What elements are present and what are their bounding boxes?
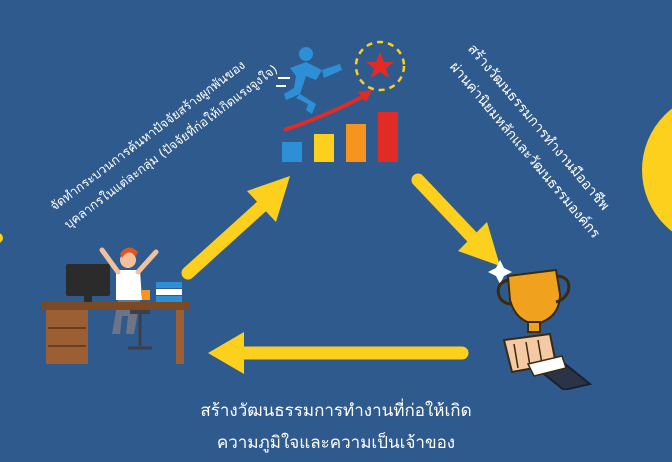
arrow-left: [208, 332, 469, 374]
growth-chart-runner-icon: [276, 40, 406, 162]
happy-office-worker-icon: [42, 247, 190, 364]
bottom-caption-line1: สร้างวัฒนธรรมการทำงานที่ก่อให้เกิด: [200, 401, 472, 421]
bottom-caption-line2: ความภูมิใจและความเป็นเจ้าของ: [216, 433, 456, 453]
left-edge-dot: [0, 233, 3, 243]
trophy-hand-icon: [488, 260, 593, 390]
arrow-up-right: [181, 176, 290, 280]
yellow-circle-decoration: [642, 108, 672, 232]
arrow-down-right: [411, 173, 500, 266]
